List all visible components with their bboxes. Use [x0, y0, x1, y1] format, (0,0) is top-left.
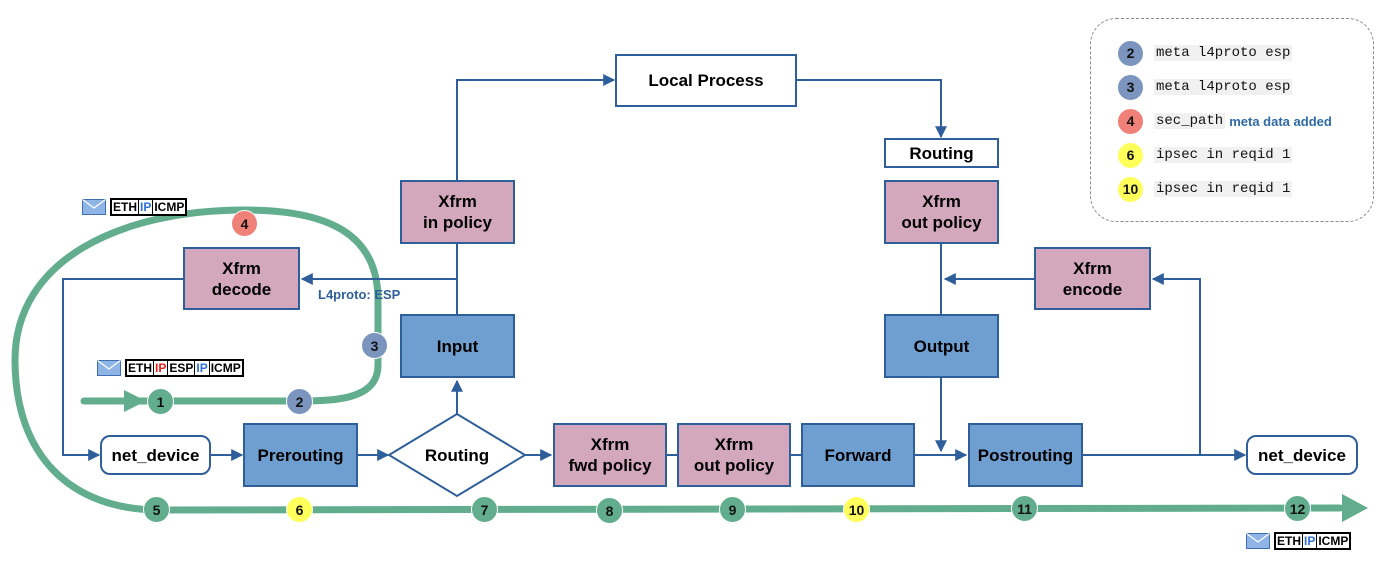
legend-row: 4 sec_path meta data added — [1117, 107, 1332, 135]
xfrm-out-policy-top-box: Xfrm out policy — [884, 180, 999, 244]
legend-row: 2 meta l4proto esp — [1117, 39, 1296, 67]
legend-row: 3 meta l4proto esp — [1117, 73, 1296, 101]
packet-header-icmp: ICMP — [152, 200, 185, 214]
net-device-out-box: net_device — [1246, 435, 1358, 475]
hook-badge-2: 2 — [286, 388, 313, 415]
prerouting-box: Prerouting — [243, 423, 358, 487]
legend-badge: 10 — [1117, 175, 1144, 203]
xfrm-out-policy-fwd-box: Xfrm out policy — [677, 423, 791, 487]
envelope-icon — [1246, 533, 1270, 549]
xfrm-out-policy-fwd-line1: Xfrm — [714, 435, 754, 454]
forward-label: Forward — [824, 445, 892, 465]
routing-output-label: Routing — [909, 143, 974, 163]
packet-path-entry-arrow — [124, 390, 146, 412]
xfrm-encode-line1: Xfrm — [1073, 258, 1112, 278]
packet-header-eth: ETH — [1277, 534, 1301, 548]
line-decode-to-netdev — [62, 278, 183, 461]
legend-row: 6 ipsec in reqid 1 — [1117, 141, 1296, 169]
packet-header-ip: IP — [153, 361, 167, 375]
legend-code: ipsec in reqid 1 — [1154, 147, 1293, 163]
forward-box: Forward — [801, 423, 915, 487]
envelope-icon — [82, 199, 106, 215]
hook-badge-11: 11 — [1011, 495, 1038, 522]
legend-code: sec_path — [1154, 113, 1226, 129]
legend-badge: 3 — [1117, 73, 1144, 101]
packet-header-icmp: ICMP — [1316, 534, 1349, 548]
legend-badge: 2 — [1117, 39, 1144, 67]
routing-output-box: Routing — [884, 138, 999, 168]
l4proto-esp-label: L4proto: ESP — [318, 287, 401, 302]
legend-badge: 6 — [1117, 141, 1144, 169]
hook-badge-6: 6 — [286, 496, 313, 523]
hook-badge-5: 5 — [143, 496, 170, 523]
xfrm-fwd-policy-box: Xfrm fwd policy — [553, 423, 667, 487]
routing-decision-box: Routing — [395, 440, 519, 470]
line-input-to-local — [456, 74, 616, 180]
envelope-icon — [97, 360, 121, 376]
xfrm-out-policy-top-line2: out policy — [901, 213, 982, 232]
xfrm-out-policy-top-line1: Xfrm — [922, 192, 961, 211]
xfrm-decode-line2: decode — [211, 279, 272, 299]
packet-path-exit-arrow — [1342, 494, 1368, 522]
packet-header-icmp: ICMP — [208, 361, 241, 375]
xfrm-fwd-policy-line2: fwd policy — [568, 456, 652, 475]
prerouting-label: Prerouting — [257, 445, 344, 465]
legend-badge: 4 — [1117, 107, 1144, 135]
legend: 2 meta l4proto esp 3 meta l4proto esp 4 … — [1090, 18, 1374, 222]
input-box: Input — [400, 314, 515, 378]
hook-badge-3: 3 — [361, 332, 388, 359]
output-box: Output — [884, 314, 999, 378]
packet-header-eth: ETH — [128, 361, 152, 375]
hook-badge-9: 9 — [719, 496, 746, 523]
postrouting-box: Postrouting — [968, 423, 1083, 487]
net-device-out-label: net_device — [1258, 445, 1346, 465]
hook-badge-7: 7 — [471, 496, 498, 523]
packet-header-ip: IP — [1302, 534, 1316, 548]
legend-code: ipsec in reqid 1 — [1154, 181, 1293, 197]
hook-badge-12: 12 — [1284, 495, 1311, 522]
legend-row: 10 ipsec in reqid 1 — [1117, 175, 1296, 203]
line-postrouting-to-encode — [1151, 273, 1201, 455]
legend-extra: meta data added — [1229, 113, 1332, 129]
legend-code: meta l4proto esp — [1154, 79, 1293, 95]
input-label: Input — [436, 336, 479, 356]
routing-decision-label: Routing — [424, 445, 490, 465]
line-local-to-routing — [797, 79, 947, 139]
routing-decision-diamond — [387, 412, 527, 498]
packet-header-esp: ESP — [167, 361, 194, 375]
xfrm-encode-line2: encode — [1062, 279, 1123, 299]
legend-code: meta l4proto esp — [1154, 45, 1293, 61]
net-device-in-box: net_device — [100, 435, 211, 475]
xfrm-out-policy-fwd-line2: out policy — [693, 456, 775, 475]
packet-header-ip: IP — [194, 361, 208, 375]
packet-header-ip: IP — [138, 200, 152, 214]
xfrm-in-policy-line1: Xfrm — [438, 192, 477, 211]
hook-badge-4: 4 — [231, 210, 258, 237]
local-process-box: Local Process — [615, 54, 797, 107]
hook-badge-10: 10 — [843, 496, 870, 523]
output-label: Output — [913, 336, 970, 356]
local-process-label: Local Process — [648, 71, 764, 90]
packet-header-eth: ETH — [113, 200, 137, 214]
xfrm-decode-line1: Xfrm — [222, 258, 261, 278]
postrouting-label: Postrouting — [977, 445, 1074, 465]
hook-badge-8: 8 — [596, 497, 623, 524]
xfrm-fwd-policy-line1: Xfrm — [590, 435, 630, 454]
net-device-in-label: net_device — [111, 445, 200, 465]
hook-badge-1: 1 — [147, 388, 174, 415]
xfrm-in-policy-box: Xfrm in policy — [400, 180, 515, 244]
xfrm-in-policy-line2: in policy — [423, 213, 492, 232]
